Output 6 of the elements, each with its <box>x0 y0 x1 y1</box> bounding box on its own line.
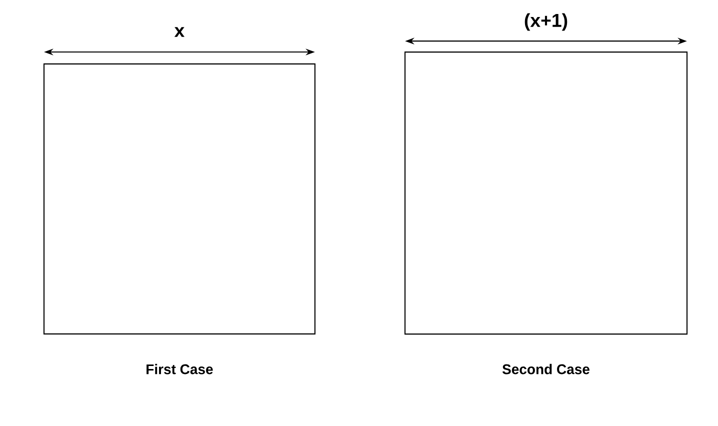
square <box>43 63 316 334</box>
dimension-label: x <box>174 27 185 37</box>
node-label: First Case <box>146 364 213 374</box>
square <box>404 52 688 335</box>
node-label: Second Case <box>502 364 590 374</box>
dimension-label: (x+1) <box>524 13 568 31</box>
